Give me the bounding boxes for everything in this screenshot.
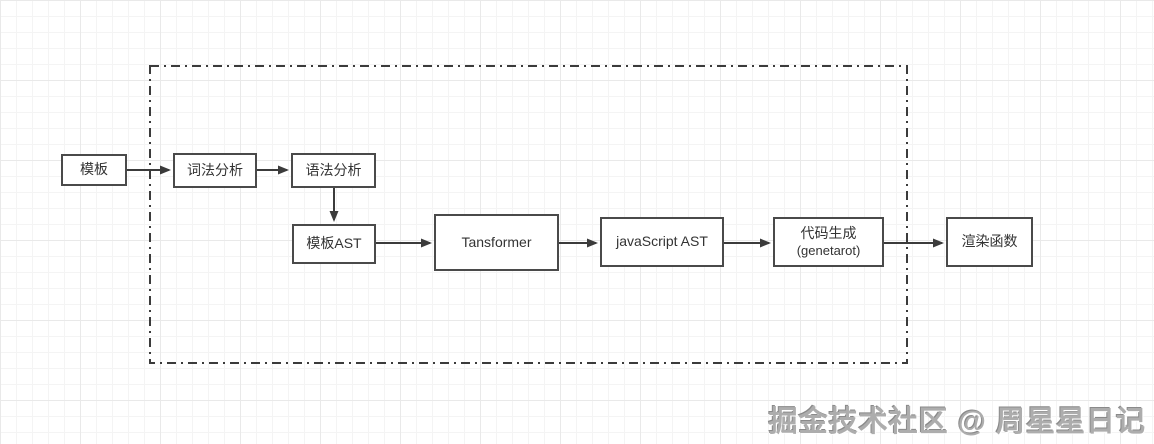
node-render-function: 渲染函数 — [946, 217, 1033, 267]
node-template-ast: 模板AST — [292, 224, 376, 264]
node-syntax-analysis: 语法分析 — [291, 153, 376, 188]
node-template-ast-label: 模板AST — [306, 235, 362, 252]
node-code-generation-sublabel: (genetarot) — [796, 242, 861, 258]
node-syntax-analysis-label: 语法分析 — [305, 161, 362, 178]
node-transformer-label: Tansformer — [461, 233, 532, 250]
node-javascript-ast-label: javaScript AST — [616, 233, 708, 250]
node-lexical-analysis: 词法分析 — [173, 153, 257, 188]
node-template: 模板 — [61, 154, 127, 186]
node-transformer: Tansformer — [434, 214, 559, 271]
node-code-generation-label: 代码生成 — [800, 225, 857, 242]
node-javascript-ast: javaScript AST — [600, 217, 724, 267]
node-template-label: 模板 — [80, 161, 108, 178]
watermark: 掘金技术社区 @ 周星星日记 — [768, 406, 1146, 438]
node-code-generation: 代码生成 (genetarot) — [773, 217, 884, 267]
node-render-function-label: 渲染函数 — [961, 233, 1018, 250]
node-lexical-analysis-label: 词法分析 — [187, 161, 243, 178]
